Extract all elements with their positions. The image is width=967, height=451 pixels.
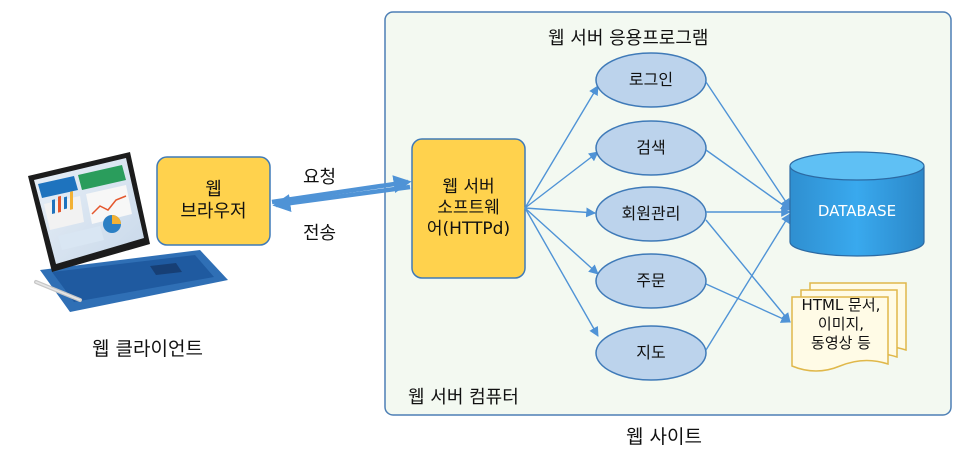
web-client-caption: 웹 클라이언트: [92, 338, 203, 360]
web-server-software-line2: 소프트웨: [437, 197, 500, 218]
web-browser-label-line1: 웹: [205, 178, 222, 200]
module-membership-label: 회원관리: [621, 204, 681, 223]
request-arrow: [271, 175, 412, 205]
documents-label: HTML 문서, 이미지, 동영상 등: [794, 296, 888, 353]
request-label: 요청: [303, 167, 337, 188]
web-browser-box: [156, 156, 271, 246]
response-arrow: [272, 184, 411, 213]
web-browser-label-line2: 브라우저: [180, 201, 247, 222]
web-server-computer-title: 웹 서버 컴퓨터: [408, 387, 519, 408]
module-membership: [595, 186, 707, 242]
documents-label-line3: 동영상 등: [811, 334, 871, 352]
web-server-app-title: 웹 서버 응용프로그램: [548, 28, 709, 49]
module-search: [595, 120, 707, 176]
document-stack-icon: [791, 282, 907, 372]
module-search-label: 검색: [636, 138, 666, 157]
web-site-caption: 웹 사이트: [626, 426, 702, 448]
documents-label-line2: 이미지,: [817, 315, 865, 333]
software-to-module-arrows: [524, 85, 599, 337]
response-label: 전송: [303, 223, 337, 244]
module-order-label: 주문: [636, 271, 666, 290]
module-login: [595, 52, 707, 108]
database-label: DATABASE: [817, 201, 897, 220]
documents-label-line1: HTML 문서,: [801, 296, 881, 314]
module-to-resource-arrows: [705, 81, 791, 351]
web-browser-label: 웹 브라우저: [157, 157, 270, 245]
database-cylinder: [789, 151, 925, 257]
web-server-software-label: 웹 서버 소프트웨 어(HTTPd): [412, 139, 525, 278]
module-login-label: 로그인: [628, 70, 674, 89]
web-server-software-line1: 웹 서버: [442, 176, 495, 197]
module-map-label: 지도: [636, 343, 666, 362]
web-server-software-line3: 어(HTTPd): [426, 219, 511, 240]
module-order: [595, 253, 707, 309]
tablet-laptop-icon: [28, 152, 228, 312]
module-map: [595, 325, 707, 381]
